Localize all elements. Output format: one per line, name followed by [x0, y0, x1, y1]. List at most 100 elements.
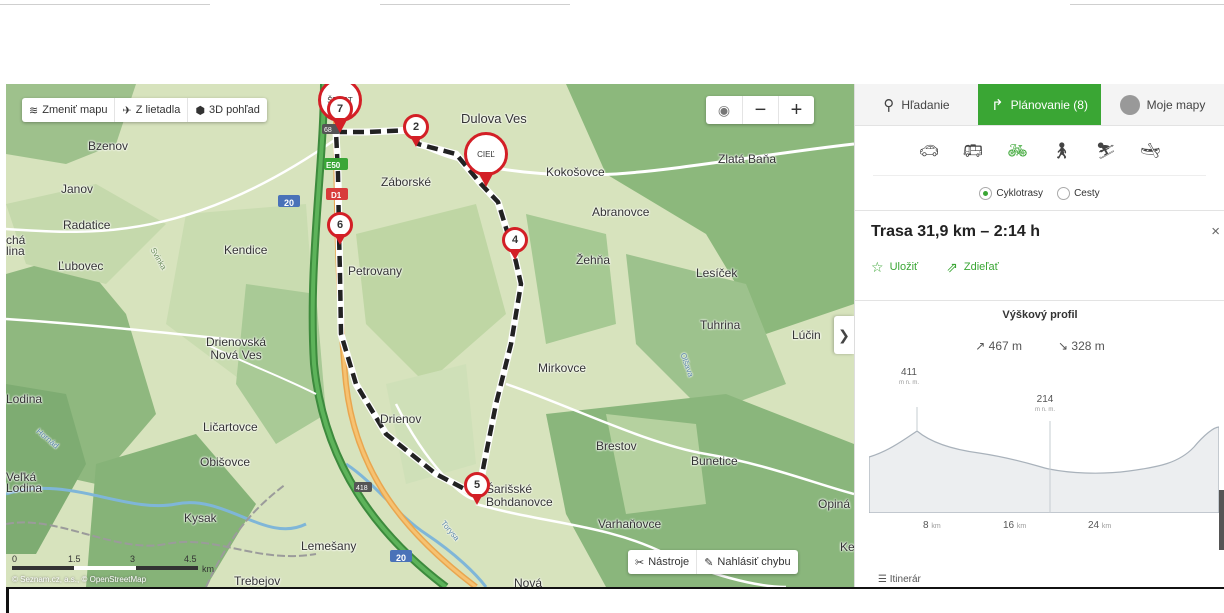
place-label: Záborské — [381, 175, 432, 189]
route-panel: ⚲ Hľadanie ↱ Plánovanie (8) Moje mapy 🚗︎… — [854, 84, 1224, 587]
plane-icon: ✈ — [122, 104, 132, 117]
bus-icon[interactable]: 🚌︎ — [962, 142, 984, 160]
radio-cycle-routes[interactable]: Cyklotrasy — [979, 186, 1044, 200]
tools-button[interactable]: ✂ Nástroje — [628, 550, 698, 574]
chevron-right-icon: ❯ — [838, 326, 850, 343]
itinerary-link[interactable]: ☰ Itinerár — [878, 574, 921, 585]
tab-search[interactable]: ⚲ Hľadanie — [855, 84, 978, 125]
report-error-button[interactable]: ✎ Nahlásiť chybu — [697, 550, 797, 574]
place-label: Lesíček — [696, 266, 738, 280]
itinerary-label: Itinerár — [889, 574, 921, 585]
bike-icon[interactable]: 🚲︎ — [1007, 142, 1028, 160]
car-icon[interactable]: 🚗︎ — [918, 142, 939, 160]
save-label: Uložiť — [889, 261, 919, 273]
locate-button[interactable]: ◉ — [706, 96, 742, 124]
tick-value: 8 — [923, 520, 929, 531]
tab-my-maps[interactable]: Moje mapy — [1101, 84, 1224, 125]
report-error-label: Nahlásiť chybu — [717, 556, 791, 568]
profile-chart — [869, 407, 1219, 513]
pin-tip — [334, 118, 346, 129]
radio-cycle-label: Cyklotrasy — [996, 187, 1044, 199]
tools-icon: ✂ — [635, 556, 645, 569]
road-number: 20 — [284, 198, 295, 208]
change-map-button[interactable]: ≋ Zmeniť mapu — [22, 98, 116, 122]
scale-tick: 0 — [12, 554, 18, 564]
route-title: Trasa 31,9 km – 2:14 h — [871, 222, 1040, 240]
map-bottom-tools: ✂ Nástroje ✎ Nahlásiť chybu — [628, 550, 798, 574]
waypoint-marker-6[interactable]: 6 — [327, 212, 353, 246]
map-app: Dulova Ves Bzenov Záborské Kokošovce Zla… — [6, 84, 1224, 587]
scale-tick: 1.5 — [68, 554, 81, 564]
radio-roads[interactable]: Cesty — [1057, 186, 1100, 200]
elevation-profile[interactable]: Výškový profil ↗ 467 m ↘ 328 m 411 m n. … — [855, 300, 1224, 570]
pin-tip — [478, 172, 494, 187]
profile-min-value: 214 — [1036, 394, 1054, 405]
place-label: Drienovská Nová Ves — [206, 335, 267, 362]
waypoint-marker-5[interactable]: 5 — [464, 472, 490, 506]
close-icon[interactable]: × — [1211, 223, 1220, 240]
tick-value: 24 — [1088, 520, 1100, 531]
boat-icon[interactable]: 🛶︎ — [1140, 142, 1161, 160]
place-label: Bzenov — [88, 139, 129, 153]
road-number: E50 — [326, 161, 341, 170]
share-label: Zdieľať — [963, 261, 999, 273]
place-label: Žehňa — [576, 253, 611, 267]
descent-value: 328 m — [1071, 339, 1105, 353]
panel-tabs: ⚲ Hľadanie ↱ Plánovanie (8) Moje mapy — [855, 84, 1224, 126]
waypoint-marker-7[interactable]: 7 — [327, 96, 353, 130]
descent-stat: ↘ 328 m — [1058, 339, 1105, 353]
place-label: Lúčin — [792, 328, 821, 342]
place-label: Veľká Lodina — [6, 470, 43, 495]
route-actions: ☆ Uložiť ⇗ Zdieľať — [855, 252, 1224, 282]
star-icon: ☆ — [871, 258, 884, 275]
radio-roads-label: Cesty — [1074, 187, 1100, 199]
3d-view-label: 3D pohľad — [208, 104, 260, 116]
ski-icon[interactable]: ⛷︎ — [1095, 142, 1117, 160]
place-label: Petrovany — [348, 264, 403, 278]
map-canvas[interactable]: Dulova Ves Bzenov Záborské Kokošovce Zla… — [6, 84, 854, 587]
share-icon: ⇗ — [946, 258, 958, 275]
profile-min-label: 214 m n. m. — [1035, 394, 1055, 416]
pin-tip — [410, 136, 422, 147]
panel-scrollbar[interactable] — [1219, 490, 1224, 550]
collapse-panel-button[interactable]: ❯ — [834, 316, 854, 354]
share-button[interactable]: ⇗ Zdieľať — [946, 259, 999, 276]
map-terrain — [6, 84, 854, 587]
tick-value: 16 — [1003, 520, 1015, 531]
place-label: Ľubovec — [58, 259, 104, 273]
zoom-in-button[interactable]: + — [778, 96, 814, 124]
place-label: Šarišské Bohdanovce — [486, 482, 553, 509]
map-copyright[interactable]: © Seznam.cz, a.s., © OpenStreetMap — [12, 575, 147, 584]
ascent-value: 467 m — [988, 339, 1022, 353]
place-label: Ke — [840, 540, 854, 554]
place-label: Lemešany — [301, 539, 357, 553]
divider — [1070, 4, 1224, 5]
place-label: Tuhrina — [700, 318, 741, 332]
place-label: Bunetice — [691, 454, 738, 468]
waypoint-marker-4[interactable]: 4 — [502, 227, 528, 261]
finish-marker[interactable]: CIEĽ — [464, 132, 508, 188]
tab-planning[interactable]: ↱ Plánovanie (8) — [978, 84, 1101, 125]
place-label: Dulova Ves — [461, 111, 527, 126]
scale-tick: 4.5 — [184, 554, 197, 564]
zoom-out-button[interactable]: − — [742, 96, 778, 124]
road-number: D1 — [331, 191, 342, 200]
ascent-icon: ↗ — [975, 339, 986, 353]
3d-view-button[interactable]: ⬢ 3D pohľad — [188, 98, 267, 122]
place-label: Varhaňovce — [598, 517, 662, 531]
pin-tip — [334, 234, 346, 245]
save-button[interactable]: ☆ Uložiť — [871, 259, 918, 276]
tab-search-label: Hľadanie — [901, 97, 950, 112]
walk-icon[interactable]: 🚶︎ — [1051, 142, 1072, 160]
tick-unit: km — [931, 523, 941, 530]
place-label: Lodina — [6, 392, 43, 406]
place-label: Kendice — [224, 243, 268, 257]
road-number: 418 — [356, 485, 368, 492]
place-label: Mirkovce — [538, 361, 587, 375]
profile-x-tick: 8 km — [923, 520, 941, 531]
waypoint-marker-2[interactable]: 2 — [403, 114, 429, 148]
layers-icon: ≋ — [29, 104, 39, 117]
divider — [0, 4, 210, 5]
tab-my-maps-label: Moje mapy — [1146, 97, 1206, 112]
aerial-view-button[interactable]: ✈ Z lietadla — [115, 98, 189, 122]
